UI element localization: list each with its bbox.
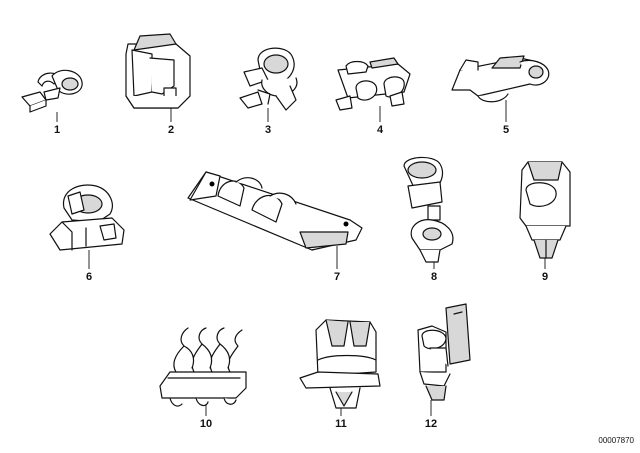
part-number-1: 1 xyxy=(54,124,60,136)
part-number-2: 2 xyxy=(168,124,174,136)
push-in-clip-icon xyxy=(519,161,571,259)
part-number-8: 8 xyxy=(431,271,437,283)
multi-line-clip-icon xyxy=(159,327,247,407)
part-number-3: 3 xyxy=(265,124,271,136)
part-number-11: 11 xyxy=(335,418,347,430)
part-number-4: 4 xyxy=(377,124,384,136)
part-number-12: 12 xyxy=(425,418,437,430)
stacked-clip-icon xyxy=(403,156,454,263)
part-number-5: 5 xyxy=(503,124,509,136)
angled-pipe-holder-icon xyxy=(451,55,550,103)
part-number-10: 10 xyxy=(200,418,212,430)
mounting-bracket-icon xyxy=(187,171,363,251)
part-number-7: 7 xyxy=(334,271,340,283)
diagram-reference-code: 00007870 xyxy=(598,436,634,445)
twin-pipe-clip-icon xyxy=(335,57,411,111)
tall-push-clip-icon xyxy=(417,303,471,401)
double-push-clip-icon xyxy=(299,319,381,409)
part-number-9: 9 xyxy=(542,271,548,283)
clamp-holder-icon xyxy=(49,184,125,251)
small-pipe-clip-icon xyxy=(21,69,83,113)
square-cable-holder-icon xyxy=(125,33,191,109)
part-number-6: 6 xyxy=(86,271,92,283)
double-hose-clip-icon xyxy=(239,47,298,111)
